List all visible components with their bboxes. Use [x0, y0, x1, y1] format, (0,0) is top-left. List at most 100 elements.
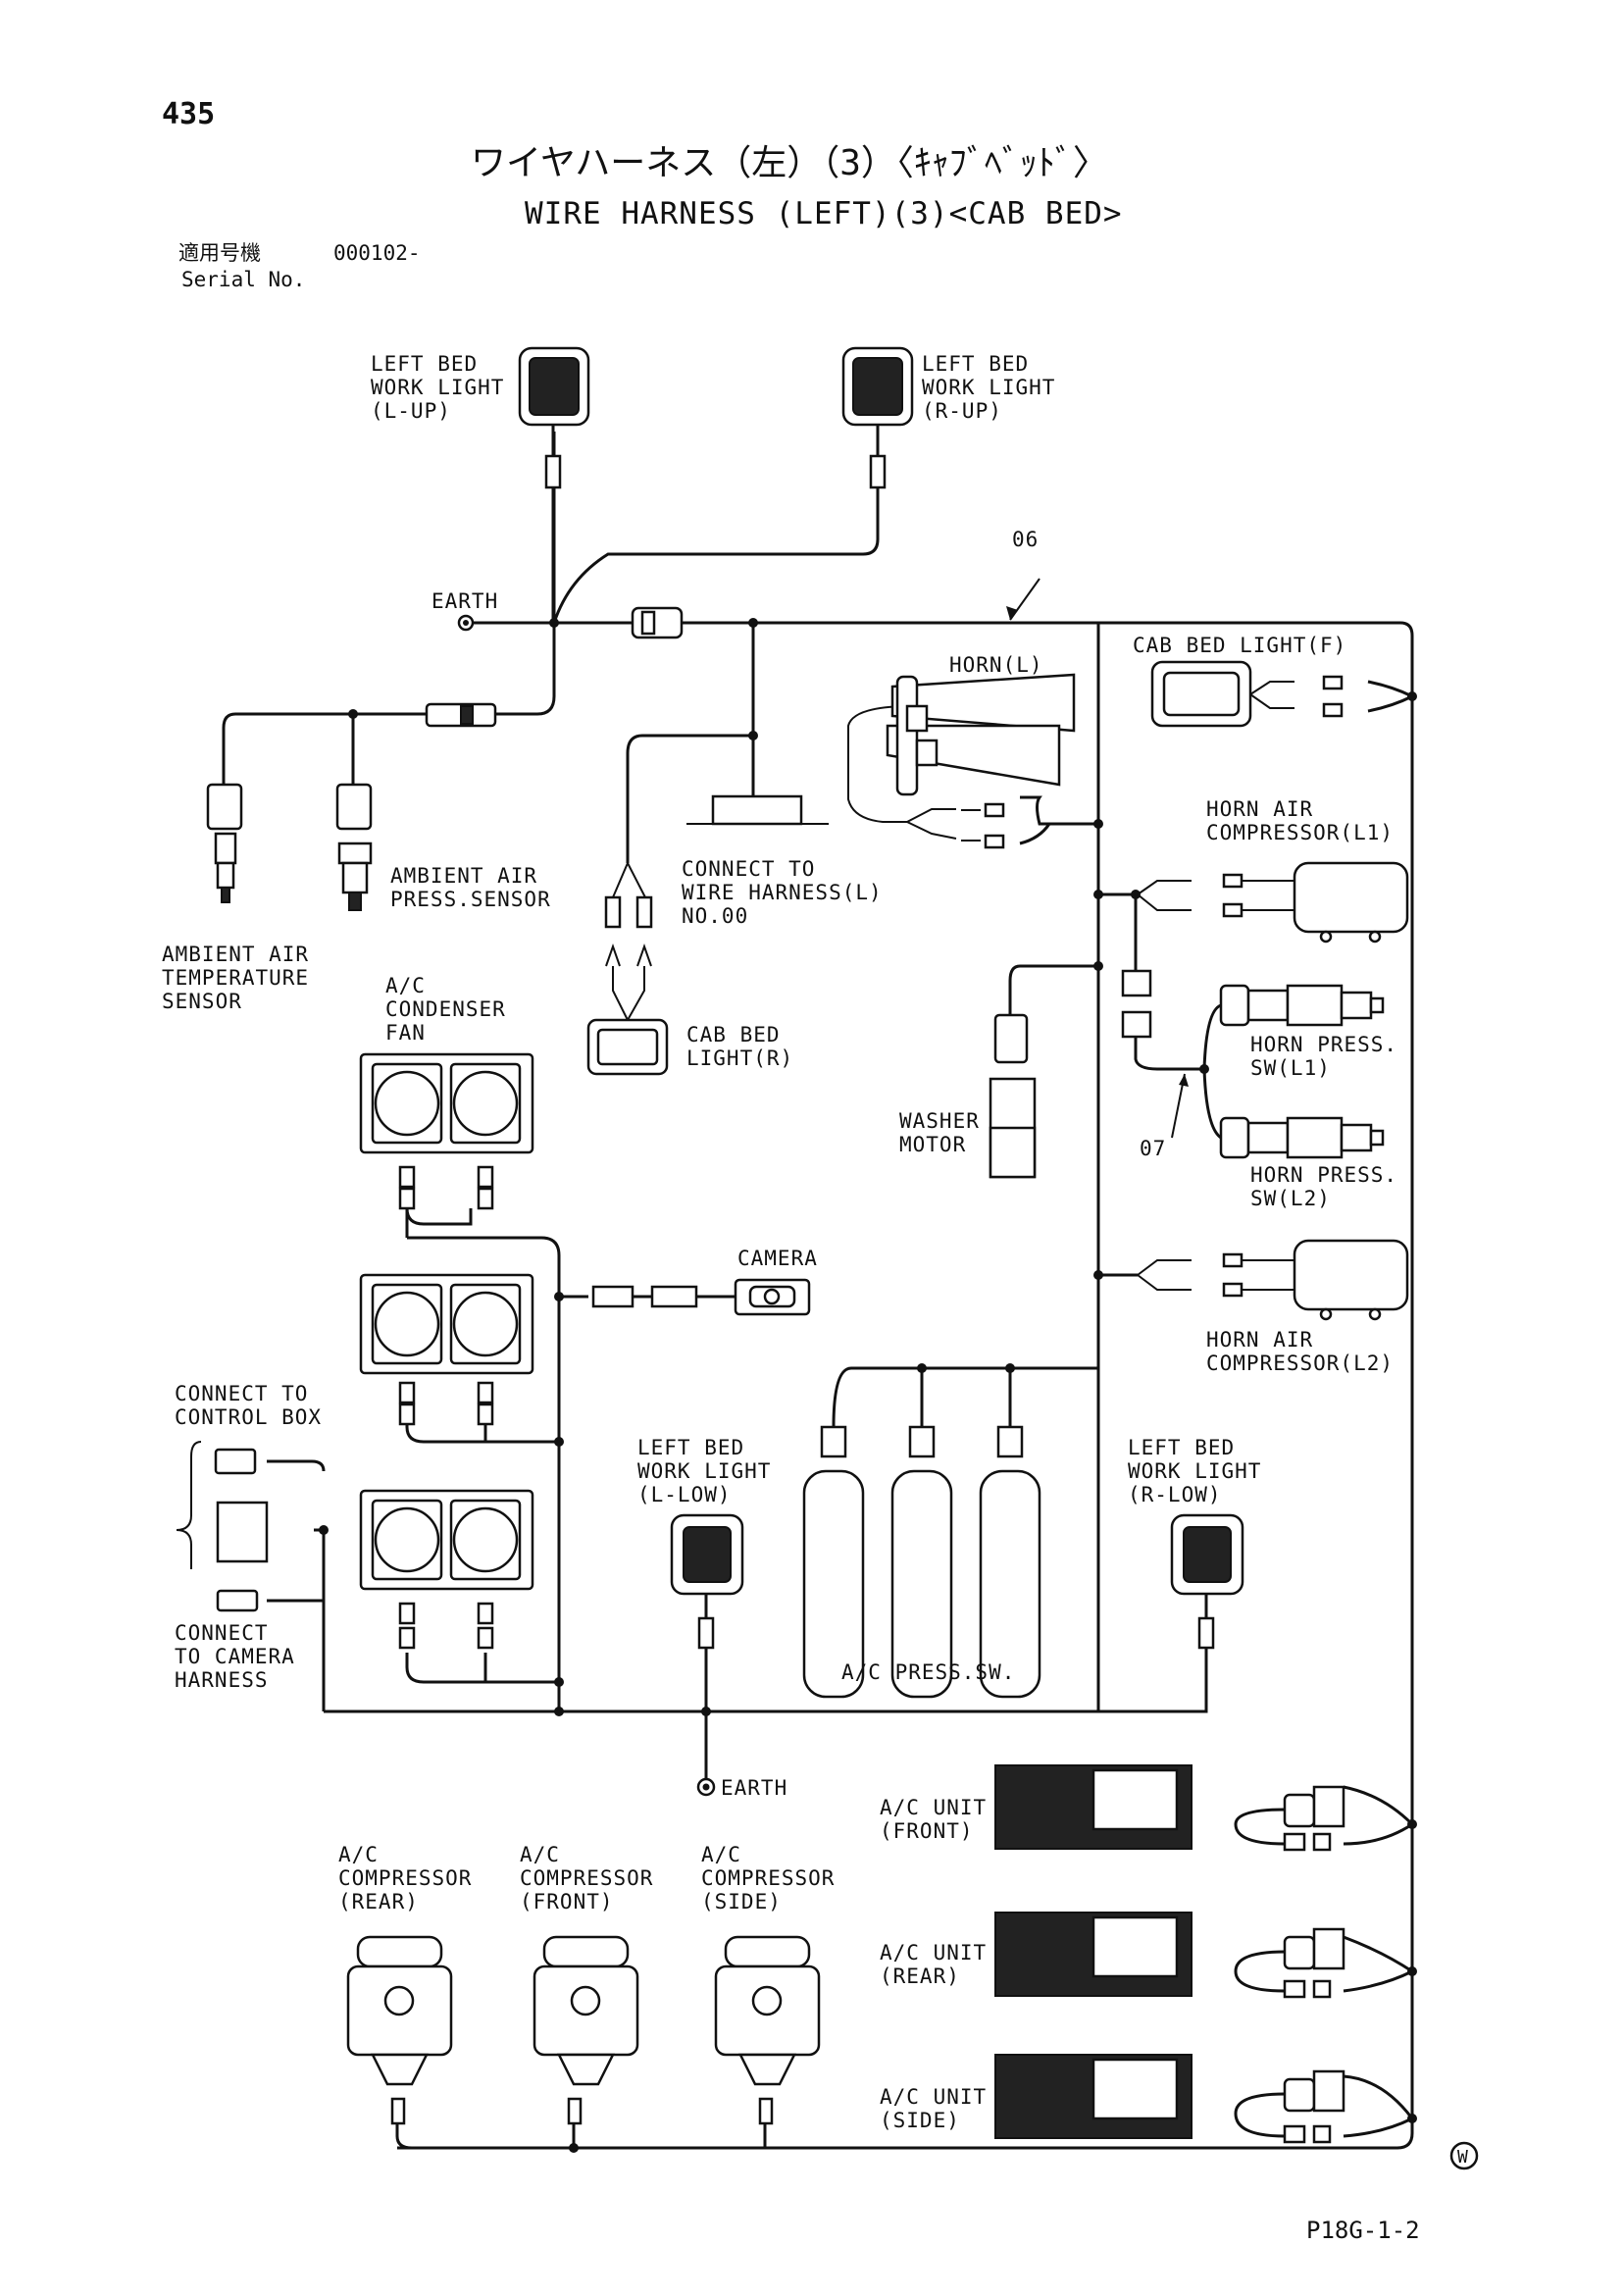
label-ac-comp-front-1: A/C: [520, 1843, 560, 1866]
horn-press-sw-connector: [1121, 969, 1152, 1039]
label-ac-comp-rear-2: COMPRESSOR: [338, 1866, 472, 1890]
label-ac-condenser-fan-2: CONDENSER: [385, 997, 506, 1021]
label-connect-control-box-2: CONTROL BOX: [175, 1405, 322, 1429]
work-light-r-low: [1170, 1513, 1244, 1650]
label-ac-unit-side-1: A/C UNIT: [880, 2085, 987, 2109]
label-earth-bottom: EARTH: [721, 1776, 787, 1800]
title-japanese: ワイヤハーネス（左）（3）〈ｷｬﾌﾞﾍﾞｯﾄﾞ〉: [471, 143, 1108, 183]
label-washer-motor-2: MOTOR: [899, 1133, 966, 1156]
work-light-l-up: [518, 346, 590, 623]
label-connect-control-box-1: CONNECT TO: [175, 1382, 308, 1405]
ambient-air-press-sensor: [335, 783, 373, 911]
label-ac-condenser-fan-3: FAN: [385, 1021, 426, 1045]
label-ac-unit-rear-2: (REAR): [880, 1964, 960, 1988]
label-work-light-lup-3: (L-UP): [371, 399, 451, 423]
inline-connector-left: [425, 702, 497, 728]
label-ambient-air-press-2: PRESS.SENSOR: [390, 888, 551, 911]
earth-terminal-bottom: [696, 1777, 716, 1797]
label-work-light-lup-1: LEFT BED: [371, 352, 478, 376]
label-horn-l: HORN(L): [949, 653, 1043, 677]
label-ambient-air-temp-2: TEMPERATURE: [162, 966, 309, 990]
ac-compressor-front: [533, 1935, 639, 2125]
label-work-light-rup-1: LEFT BED: [922, 352, 1029, 376]
label-cab-bed-light-f: CAB BED LIGHT(F): [1133, 634, 1346, 657]
connect-wire-harness-box: [686, 794, 829, 826]
ac-condenser-fan-2: [359, 1273, 534, 1426]
label-ac-unit-front-2: (FRONT): [880, 1819, 974, 1843]
ac-compressor-side: [714, 1935, 821, 2125]
horn-l: [886, 673, 1076, 796]
ac-unit-side: [994, 2054, 1345, 2144]
label-work-light-rup-3: (R-UP): [922, 399, 1002, 423]
label-ambient-air-temp-1: AMBIENT AIR: [162, 943, 309, 966]
label-work-light-lup-2: WORK LIGHT: [371, 376, 504, 399]
footer-code: P18G-1-2: [1306, 2217, 1420, 2244]
work-light-l-low: [670, 1513, 744, 1650]
component-labels: 06 07 LEFT BED WORK LIGHT (L-UP) LEFT BE…: [162, 352, 1468, 2244]
page-number: 435: [162, 97, 215, 131]
ac-condenser-fan-3: [359, 1489, 534, 1650]
horn-air-compressor-l2: [1137, 1239, 1409, 1321]
ac-condenser-fan-1: [359, 1052, 534, 1210]
label-work-light-llow-2: WORK LIGHT: [637, 1459, 771, 1483]
ac-press-switches: [802, 1425, 1041, 1699]
work-light-r-up: [841, 346, 914, 489]
control-box-connection: [176, 1441, 269, 1612]
serial-label-en: Serial No.: [181, 268, 305, 291]
ambient-air-temperature-sensor: [206, 783, 243, 903]
label-cab-bed-light-r-2: LIGHT(R): [686, 1046, 793, 1070]
label-ac-comp-side-3: (SIDE): [701, 1890, 782, 1913]
label-ac-unit-side-2: (SIDE): [880, 2109, 960, 2132]
inline-connector-top: [631, 606, 684, 639]
label-horn-press-sw-l1-1: HORN PRESS.: [1250, 1033, 1397, 1056]
label-ac-comp-front-2: COMPRESSOR: [520, 1866, 653, 1890]
horn-connectors: [906, 802, 1005, 849]
w-mark: W: [1457, 2147, 1468, 2168]
label-ac-comp-front-3: (FRONT): [520, 1890, 614, 1913]
main-wiring: [222, 432, 1414, 2150]
label-camera: CAMERA: [737, 1247, 818, 1270]
label-connect-camera-harness-2: TO CAMERA: [175, 1645, 295, 1668]
label-connect-camera-harness-3: HARNESS: [175, 1668, 269, 1692]
label-connect-wire-harness-2: WIRE HARNESS(L): [682, 881, 883, 904]
label-work-light-llow-1: LEFT BED: [637, 1436, 744, 1459]
callout-06: 06: [1012, 528, 1039, 551]
label-connect-camera-harness-1: CONNECT: [175, 1621, 269, 1645]
label-ac-condenser-fan-1: A/C: [385, 974, 426, 997]
label-work-light-llow-3: (L-LOW): [637, 1483, 732, 1506]
label-work-light-rlow-3: (R-LOW): [1128, 1483, 1222, 1506]
label-work-light-rlow-1: LEFT BED: [1128, 1436, 1235, 1459]
label-horn-air-comp-l1-2: COMPRESSOR(L1): [1206, 821, 1394, 844]
label-connect-wire-harness-3: NO.00: [682, 904, 748, 928]
label-work-light-rlow-2: WORK LIGHT: [1128, 1459, 1261, 1483]
horn-press-sw-l1: [1219, 984, 1385, 1027]
label-ac-comp-rear-1: A/C: [338, 1843, 379, 1866]
serial-value: 000102-: [333, 241, 421, 265]
ac-unit-front: [994, 1764, 1345, 1852]
label-washer-motor-1: WASHER: [899, 1109, 980, 1133]
label-work-light-rup-2: WORK LIGHT: [922, 376, 1055, 399]
label-ac-unit-front-1: A/C UNIT: [880, 1796, 987, 1819]
label-ac-comp-side-2: COMPRESSOR: [701, 1866, 835, 1890]
label-earth-top: EARTH: [431, 589, 498, 613]
label-horn-air-comp-l2-1: HORN AIR: [1206, 1328, 1313, 1352]
callout-07: 07: [1140, 1137, 1166, 1160]
label-cab-bed-light-r-1: CAB BED: [686, 1023, 781, 1046]
label-ambient-air-press-1: AMBIENT AIR: [390, 864, 537, 888]
label-ac-unit-rear-1: A/C UNIT: [880, 1941, 987, 1964]
callout-arrows: [1006, 578, 1189, 1139]
label-ac-press-sw: A/C PRESS.SW.: [841, 1660, 1015, 1684]
washer-motor: [989, 1013, 1037, 1179]
ac-unit-rear: [994, 1912, 1345, 1999]
earth-terminal-top: [457, 614, 475, 632]
w-mark-circle: [1449, 2141, 1479, 2170]
horn-air-compressor-l1: [1137, 861, 1409, 944]
label-horn-air-comp-l1-1: HORN AIR: [1206, 797, 1313, 821]
title-english: WIRE HARNESS (LEFT)(3)<CAB BED>: [525, 196, 1123, 231]
label-ac-comp-rear-3: (REAR): [338, 1890, 419, 1913]
ac-compressor-rear: [346, 1935, 453, 2125]
junction-dots: [319, 618, 1417, 2153]
label-horn-press-sw-l2-1: HORN PRESS.: [1250, 1163, 1397, 1187]
